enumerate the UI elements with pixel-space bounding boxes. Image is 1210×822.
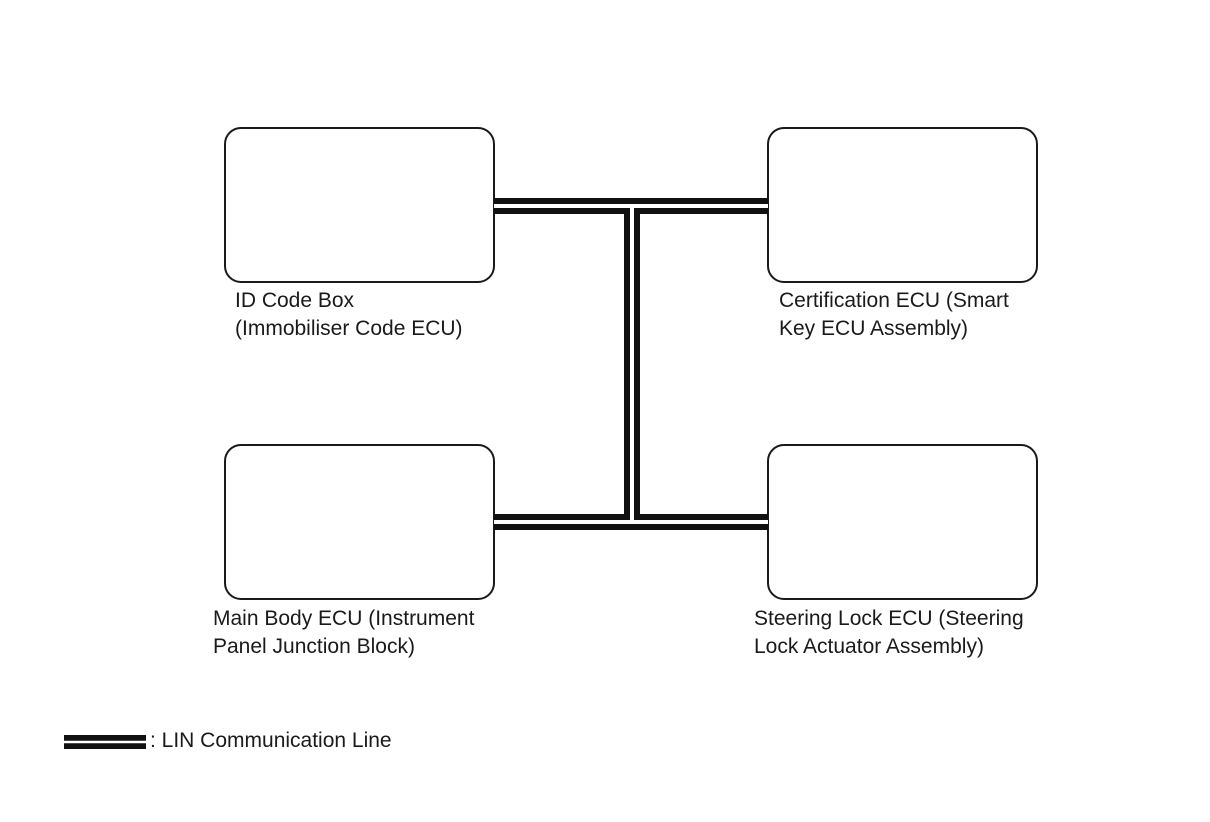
steering-lock-ecu-node [767, 444, 1038, 600]
legend-label: : LIN Communication Line [150, 729, 392, 752]
certification-ecu-label-line2: Key ECU Assembly) [779, 317, 969, 340]
main-body-ecu-label-line2: Panel Junction Block) [213, 635, 415, 658]
lin-bus-lines [494, 198, 768, 530]
steering-lock-ecu-label-line1: Steering Lock ECU (Steering [754, 607, 1024, 630]
id-code-box-label-line2: (Immobiliser Code ECU) [235, 317, 463, 340]
main-body-ecu-node [224, 444, 495, 600]
certification-ecu-label-line1: Certification ECU (Smart [779, 289, 1009, 312]
main-body-ecu-label-line1: Main Body ECU (Instrument [213, 607, 475, 630]
lin-bus-inner [494, 204, 768, 524]
id-code-box-node [224, 127, 495, 283]
steering-lock-ecu-label-line2: Lock Actuator Assembly) [754, 635, 984, 658]
id-code-box-label: ID Code Box (Immobiliser Code ECU) [235, 287, 463, 343]
certification-ecu-node [767, 127, 1038, 283]
main-body-ecu-label: Main Body ECU (Instrument Panel Junction… [213, 605, 474, 661]
certification-ecu-label: Certification ECU (Smart Key ECU Assembl… [779, 287, 1009, 343]
steering-lock-ecu-label: Steering Lock ECU (Steering Lock Actuato… [754, 605, 1024, 661]
id-code-box-label-line1: ID Code Box [235, 289, 355, 312]
